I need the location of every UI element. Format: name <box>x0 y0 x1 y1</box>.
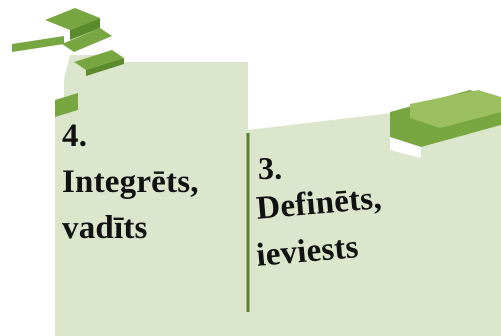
top-step-top <box>45 8 100 30</box>
level-4-step-ledge <box>55 93 78 117</box>
level-3-step-highlight <box>410 90 501 128</box>
level-3-step-front <box>390 137 421 158</box>
level-4-panel <box>55 55 248 336</box>
top-step-left <box>70 18 100 40</box>
level-4-step-edge <box>12 36 64 52</box>
step-3-side <box>86 58 124 76</box>
step-2-top <box>62 28 112 52</box>
level-3-panel <box>248 100 501 336</box>
level-3-number: 3. <box>258 150 283 186</box>
level-4-title-line1: Integrēts, <box>62 164 199 200</box>
step-3-top <box>74 50 124 70</box>
level-4-number: 4. <box>62 118 88 154</box>
level-4-title-line2: vadīts <box>62 210 148 246</box>
level-4-step-block <box>12 44 64 98</box>
